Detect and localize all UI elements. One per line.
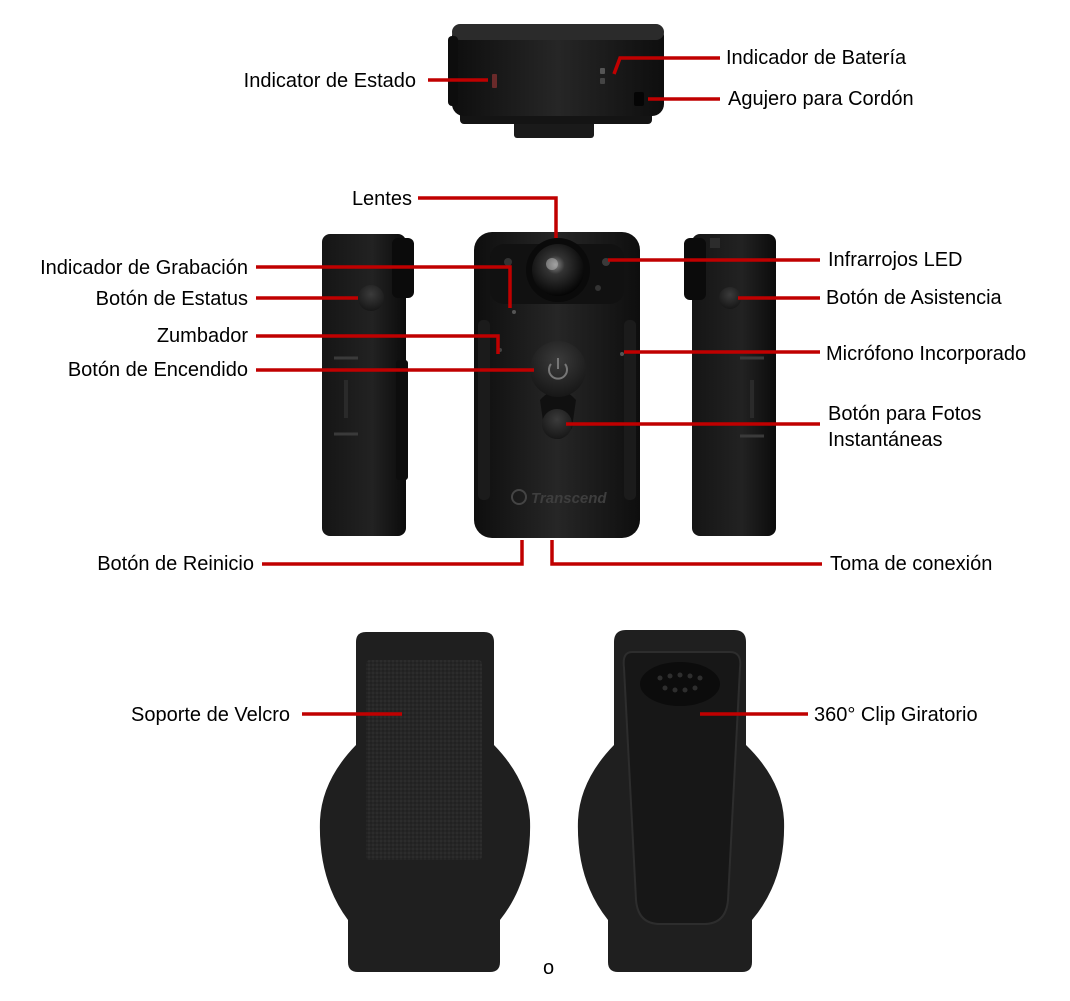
camera-right-side bbox=[684, 234, 776, 536]
snapshot-button-icon bbox=[542, 409, 572, 439]
brand-logo-icon bbox=[511, 489, 527, 505]
recording-led-icon bbox=[512, 310, 516, 314]
lens-icon bbox=[532, 244, 584, 296]
label-rotating-clip: 360° Clip Giratorio bbox=[814, 704, 978, 726]
label-or: o bbox=[543, 957, 555, 979]
velcro-pad-icon bbox=[366, 660, 482, 860]
clip-grip-icon bbox=[640, 662, 720, 706]
label-connection-port: Toma de conexión bbox=[830, 553, 993, 575]
label-microphone: Micrófono Incorporado bbox=[826, 343, 1027, 365]
lanyard-hole-icon bbox=[634, 92, 644, 106]
label-velcro-mount: Soporte de Velcro bbox=[131, 704, 290, 726]
status-button-icon bbox=[358, 285, 384, 311]
label-infrared-led: Infrarrojos LED bbox=[828, 249, 963, 271]
label-battery-indicator: Indicador de Batería bbox=[726, 47, 907, 69]
rotating-clip bbox=[577, 630, 785, 972]
label-assist-button: Botón de Asistencia bbox=[826, 287, 1002, 309]
label-snapshot-line1: Botón para Fotos bbox=[828, 403, 982, 425]
label-recording-indicator: Indicador de Grabación bbox=[40, 257, 248, 279]
label-lens: Lentes bbox=[351, 188, 412, 210]
microphone-icon bbox=[620, 352, 624, 356]
label-buzzer: Zumbador bbox=[156, 325, 248, 347]
camera-top-view bbox=[448, 24, 664, 138]
label-snapshot-line2: Instantáneas bbox=[828, 429, 943, 451]
brand-logo: Transcend bbox=[531, 490, 607, 507]
label-power-button: Botón de Encendido bbox=[67, 359, 248, 381]
label-lanyard-hole: Agujero para Cordón bbox=[728, 88, 914, 110]
assist-button-icon bbox=[719, 287, 741, 309]
label-status-indicator: Indicator de Estado bbox=[243, 70, 416, 92]
status-led-icon bbox=[492, 74, 497, 88]
label-reset-button: Botón de Reinicio bbox=[97, 553, 254, 575]
velcro-mount bbox=[319, 632, 531, 972]
camera-front-view: Transcend bbox=[474, 232, 640, 538]
camera-left-side bbox=[322, 234, 414, 536]
leader-lines bbox=[256, 56, 822, 716]
label-status-button: Botón de Estatus bbox=[95, 288, 248, 310]
battery-led-icon bbox=[600, 68, 605, 74]
